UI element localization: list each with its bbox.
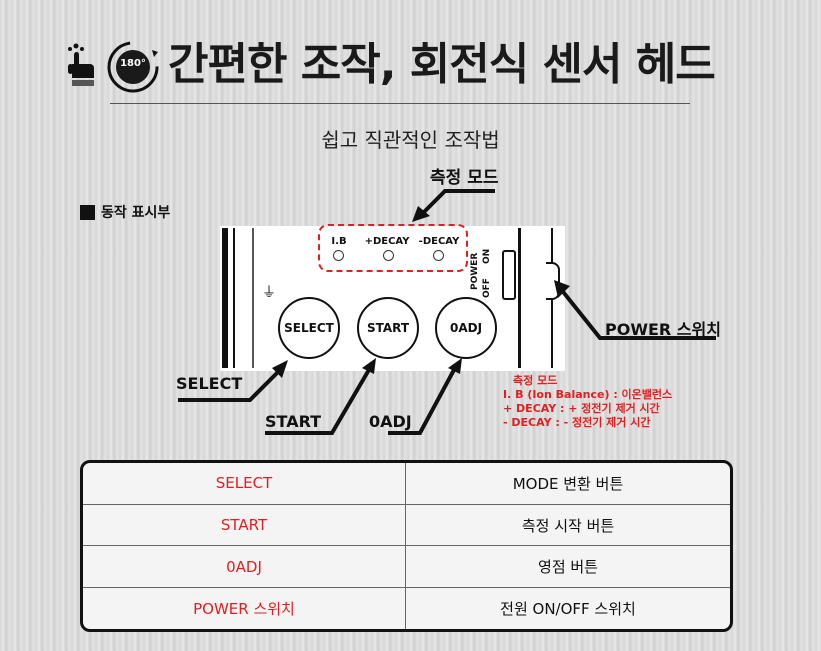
- led-ib: [333, 250, 344, 261]
- table-key: POWER 스위치: [83, 587, 406, 629]
- oadj-callout-label: 0ADJ: [369, 412, 412, 431]
- power-callout-label: POWER 스위치: [605, 320, 721, 339]
- panel-left-bar: [233, 228, 235, 368]
- rotate-180-icon: [107, 41, 159, 93]
- legend-line-minus-decay: - DECAY : - 정전기 제거 시간: [503, 416, 651, 429]
- power-switch-slot: [502, 250, 516, 300]
- table-key: START: [83, 504, 406, 547]
- table-value: 전원 ON/OFF 스위치: [500, 600, 636, 619]
- select-callout-label: SELECT: [176, 374, 243, 393]
- section-bullet-icon: [80, 205, 95, 220]
- table-row: SELECT MODE 변환 버튼: [83, 463, 730, 505]
- table-row: START 측정 시작 버튼: [83, 504, 730, 547]
- select-button[interactable]: SELECT: [278, 297, 340, 359]
- led-minus-decay: [433, 250, 444, 261]
- mode-legend: 측정 모드 I. B (Ion Balance) : 이온밸런스 + DECAY…: [503, 374, 672, 430]
- section-label: 동작 표시부: [101, 205, 171, 221]
- hand-pointer-icon: [68, 43, 94, 86]
- led-label-plus-decay: +DECAY: [364, 236, 410, 247]
- power-label: POWER: [470, 252, 480, 290]
- led-label-minus-decay: -DECAY: [418, 236, 460, 247]
- table-key: SELECT: [83, 463, 406, 505]
- table-row: 0ADJ 영점 버튼: [83, 545, 730, 589]
- page-subtitle: 쉽고 직관적인 조작법: [321, 128, 500, 152]
- legend-line-ib: I. B (Ion Balance) : 이온밸런스: [503, 388, 673, 401]
- mode-indicator-box: [318, 224, 468, 272]
- legend-line-plus-decay: + DECAY : + 정전기 제거 시간: [503, 402, 660, 415]
- mode-callout-label: 측정 모드: [430, 168, 499, 188]
- mode-callout-arrow: [412, 189, 495, 222]
- start-button[interactable]: START: [357, 297, 419, 359]
- button-callout-arrows: [178, 358, 462, 435]
- legend-title: 측정 모드: [513, 374, 558, 387]
- page-title: 간편한 조작, 회전식 센서 헤드: [168, 39, 716, 90]
- power-callout-arrow: [554, 280, 716, 340]
- table-row: POWER 스위치 전원 ON/OFF 스위치: [83, 587, 730, 629]
- table-value: MODE 변환 버튼: [405, 463, 730, 505]
- rotate-badge-text: 180°: [120, 58, 146, 69]
- panel-left-bar: [222, 228, 228, 368]
- table-value: 영점 버튼: [405, 545, 730, 589]
- start-callout-label: START: [265, 412, 322, 431]
- led-plus-decay: [383, 250, 394, 261]
- led-label-ib: I.B: [331, 236, 347, 247]
- ground-symbol-icon: ⏚: [262, 285, 276, 301]
- power-off-label: OFF: [482, 278, 492, 298]
- title-divider: [110, 103, 690, 104]
- oadj-button[interactable]: 0ADJ: [435, 297, 497, 359]
- table-key: 0ADJ: [83, 545, 406, 589]
- table-value: 측정 시작 버튼: [405, 504, 730, 547]
- controls-table: SELECT MODE 변환 버튼 START 측정 시작 버튼 0ADJ 영점…: [80, 460, 733, 632]
- panel-left-bar: [252, 228, 254, 368]
- power-on-label: ON: [482, 248, 492, 264]
